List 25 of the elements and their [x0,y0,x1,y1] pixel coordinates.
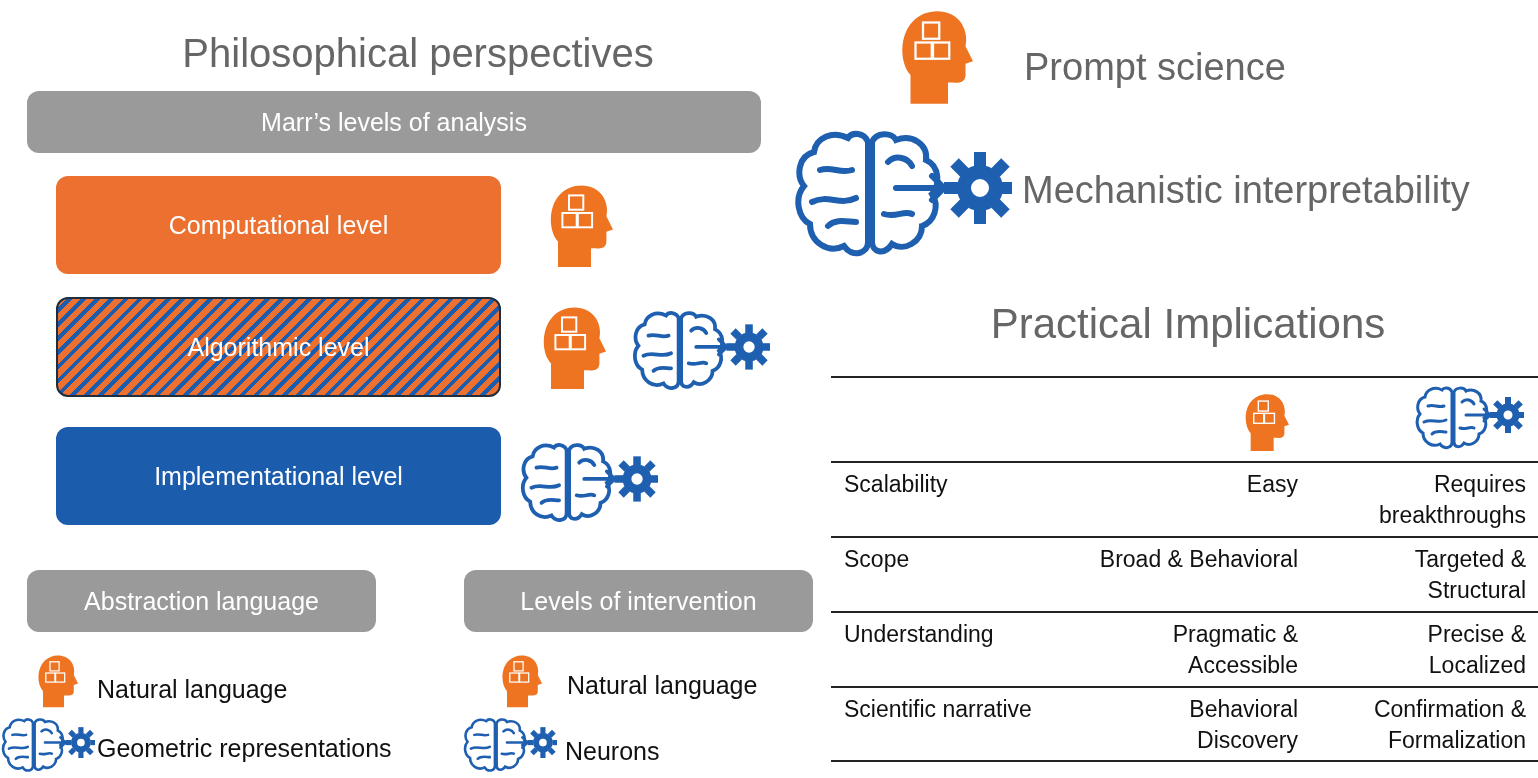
table-cell-text: Scope [844,545,910,574]
table-cell-text: Targeted & Structural [1413,545,1526,605]
table-cell-text: Confirmation & Formalization [1372,695,1526,755]
icon-caption: Natural language [567,671,758,700]
table-cell-text: Easy [1245,470,1298,499]
level-box: Implementational level [56,427,501,525]
icon-caption: Geometric representations [97,734,392,763]
table-cell-text: Scalability [844,470,948,499]
table-cell-text: Understanding [844,620,994,649]
icon-caption: Natural language [97,675,288,704]
icon-caption: Neurons [565,737,660,766]
table-cell-text: Precise & Localized [1426,620,1526,680]
level-box: Computational level [56,176,501,274]
table-cell-text: Pragmatic & Accessible [1171,620,1298,680]
header-bar: Levels of intervention [464,570,813,632]
table-cell-text: Requires breakthroughs [1377,470,1526,530]
legend-text: Mechanistic interpretability [1022,169,1470,212]
table-cell-text: Behavioral Discovery [1188,695,1298,755]
header-bar: Abstraction language [27,570,376,632]
heading: Practical Implications [990,299,1386,348]
heading: Philosophical perspectives [182,31,654,76]
legend-text: Prompt science [1024,46,1286,89]
table-cell-text: Broad & Behavioral [1098,545,1298,574]
table-cell-text: Scientific narrative [844,695,1032,724]
title-bar: Marr’s levels of analysis [27,91,761,153]
